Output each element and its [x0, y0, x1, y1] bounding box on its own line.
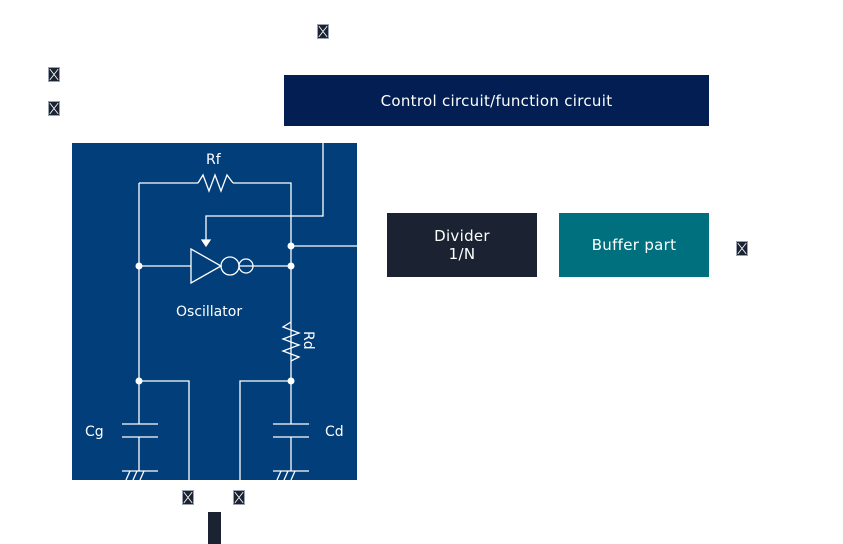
missing-glyph-icon-left-2 [48, 101, 60, 116]
missing-glyph-icon-pin-xout [233, 490, 245, 505]
missing-glyph-icon-left-1 [48, 67, 60, 82]
missing-glyph-icon-pin-xin [182, 490, 194, 505]
divider-ratio-label: 1/N [448, 245, 476, 263]
control-circuit-label: Control circuit/function circuit [380, 91, 613, 110]
buffer-label: Buffer part [591, 236, 677, 254]
divider-label: Divider [434, 227, 490, 245]
control-circuit-block: Control circuit/function circuit [284, 75, 709, 126]
oscillator-block [72, 143, 357, 480]
missing-glyph-icon-top [317, 24, 329, 39]
crystal-pin-bar [208, 512, 221, 544]
divider-block: Divider 1/N [387, 213, 537, 277]
buffer-block: Buffer part [559, 213, 709, 277]
missing-glyph-icon-output [736, 241, 748, 256]
